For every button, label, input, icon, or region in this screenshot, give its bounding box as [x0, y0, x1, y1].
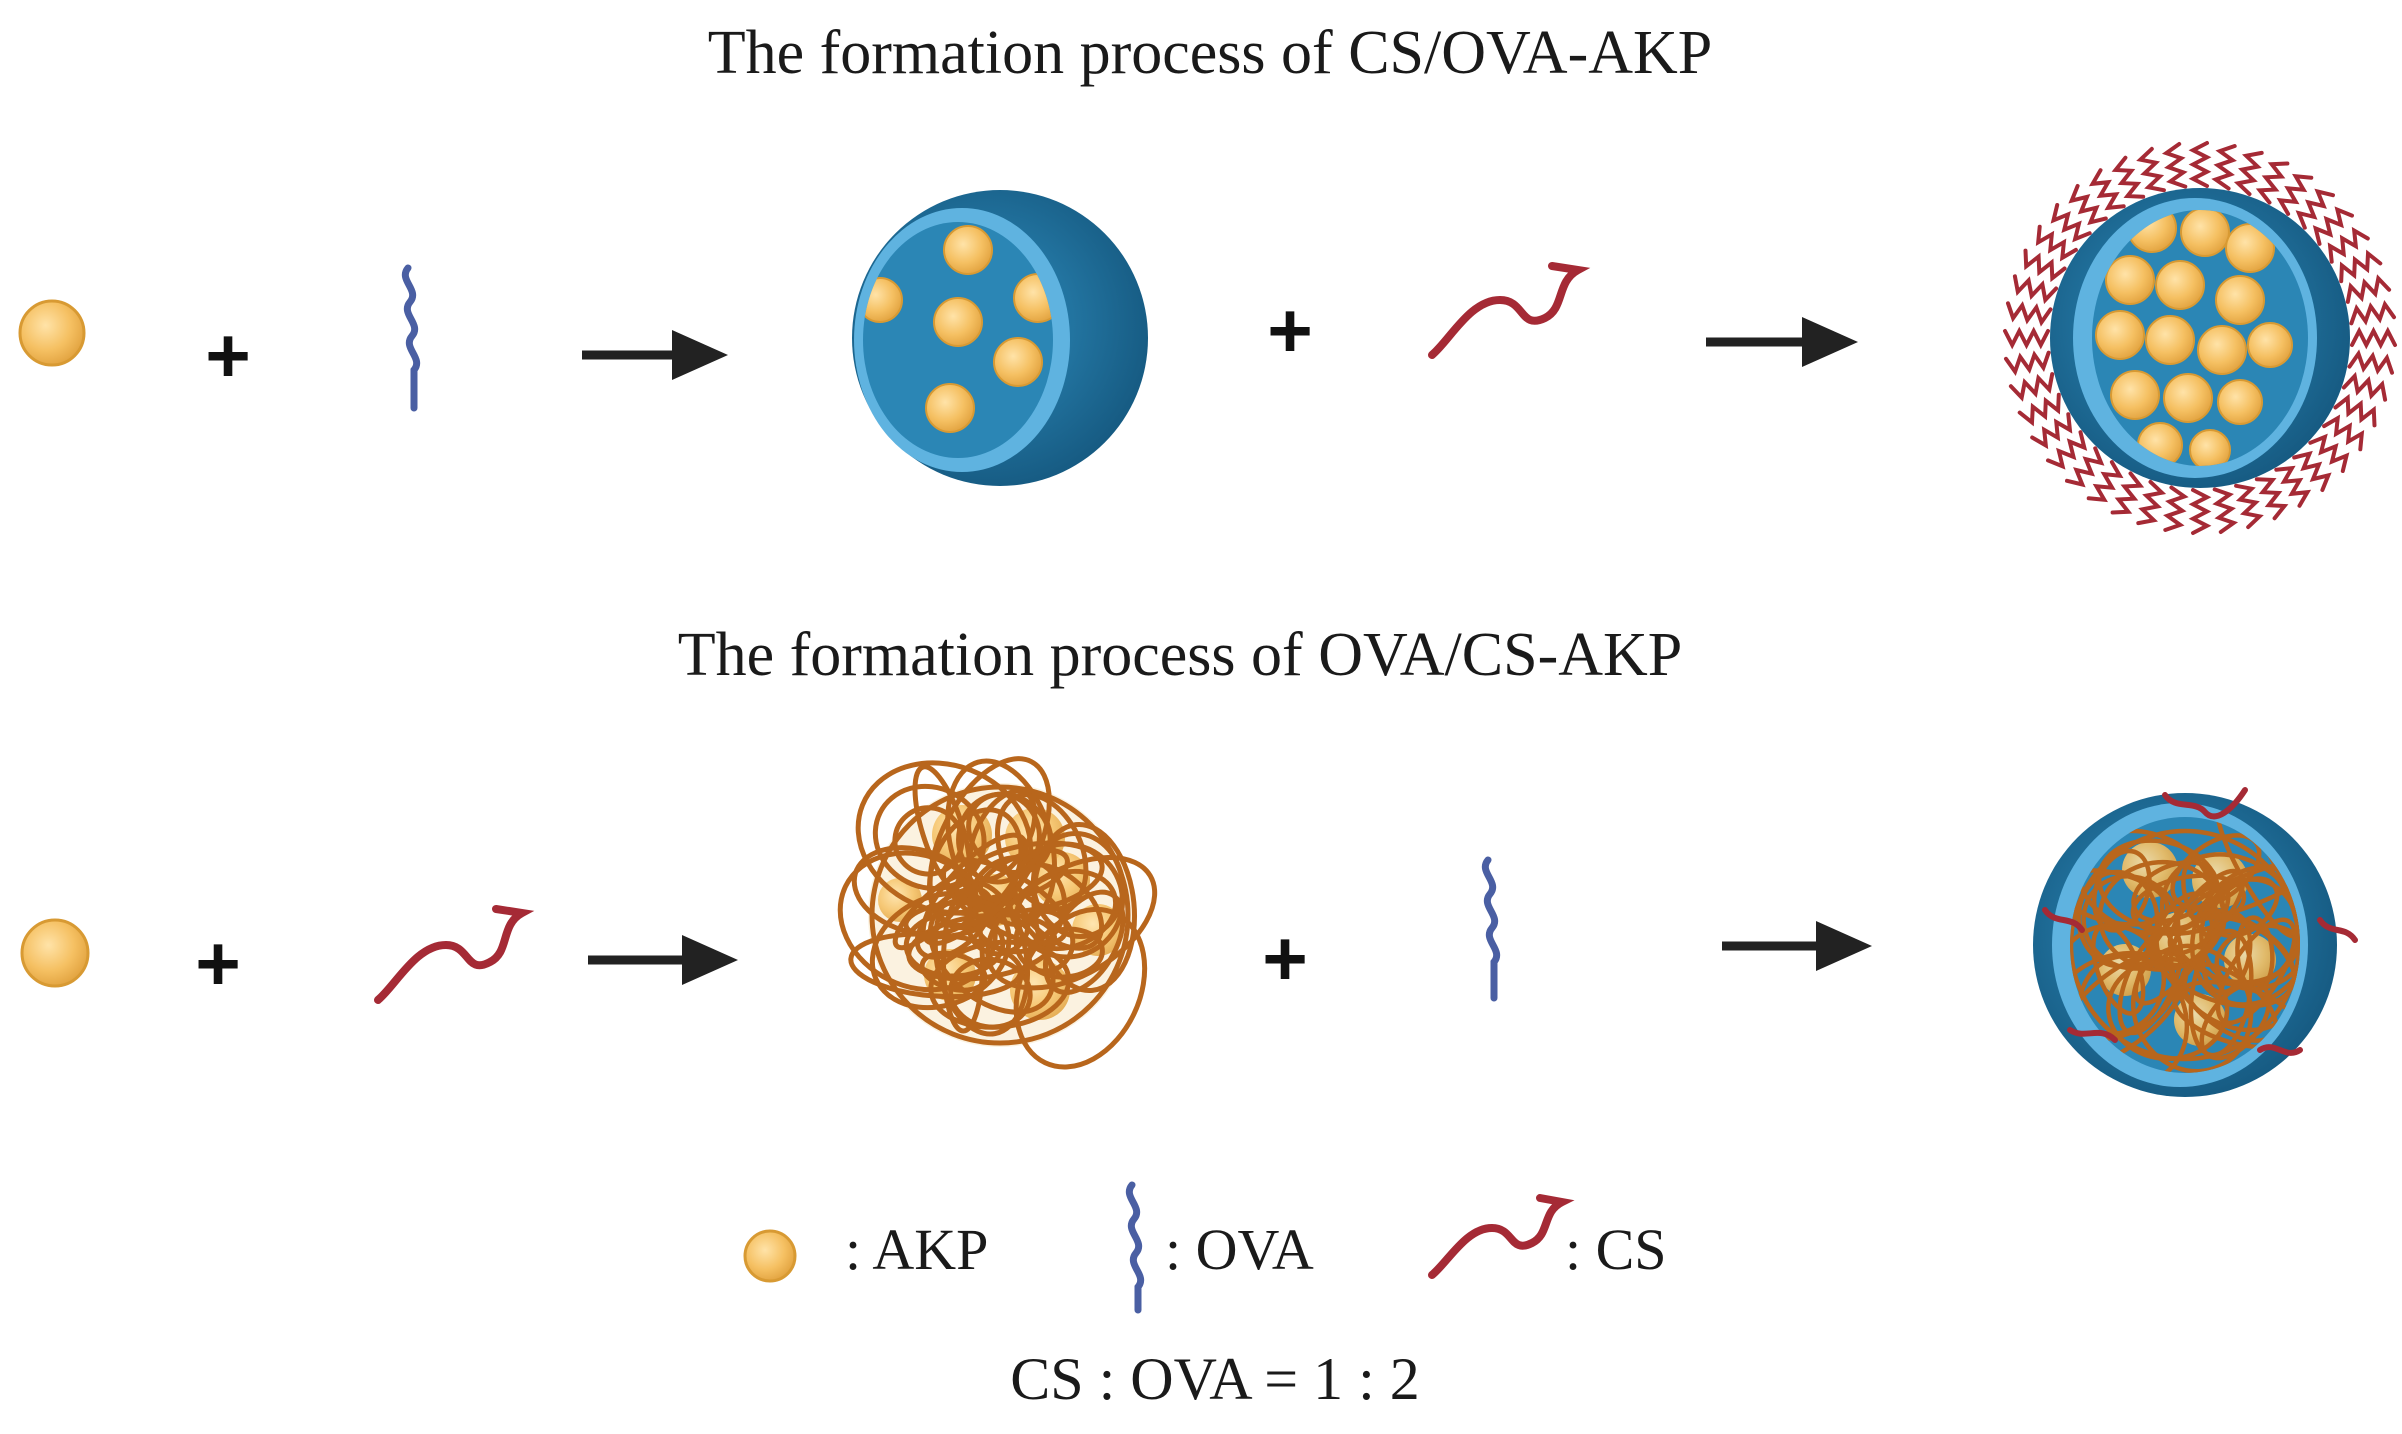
row2-arrow-1 [588, 935, 738, 985]
row1-plus-2: + [1267, 286, 1313, 374]
row2-ova-cs-akp-sphere [2033, 787, 2358, 1097]
legend-akp-bead [743, 1229, 797, 1283]
row1-arrow-1 [582, 330, 728, 380]
row1-akp-bead [18, 299, 86, 367]
legend-cs-label: : CS [1565, 1217, 1667, 1282]
row2-plus-1: + [195, 919, 241, 1007]
row2-plus-2: + [1262, 914, 1308, 1002]
row1-arrow-2 [1706, 317, 1858, 367]
row2-ova-strand [1482, 856, 1500, 1002]
row2-akp-bead [20, 918, 90, 988]
row1-plus-1: + [205, 311, 251, 399]
legend-ova-strand [1126, 1181, 1144, 1314]
row1-cs-strand [1428, 262, 1591, 359]
ratio-label: CS : OVA = 1 : 2 [1010, 1346, 1420, 1412]
legend-ova-label: : OVA [1165, 1217, 1314, 1282]
row2-title: The formation process of OVA/CS-AKP [677, 621, 1683, 689]
row1-title: The formation process of CS/OVA-AKP [707, 19, 1713, 87]
row2-cs-strand [374, 905, 535, 1004]
row1-cs-ova-akp-sphere [2003, 141, 2397, 535]
row1-ova-akp-sphere [852, 190, 1148, 486]
row2-cs-akp-network [837, 756, 1158, 1070]
legend-akp-label: : AKP [845, 1217, 989, 1282]
legend-cs-strand [1428, 1194, 1575, 1279]
row2-arrow-2 [1722, 921, 1872, 971]
row1-ova-strand [402, 264, 420, 412]
